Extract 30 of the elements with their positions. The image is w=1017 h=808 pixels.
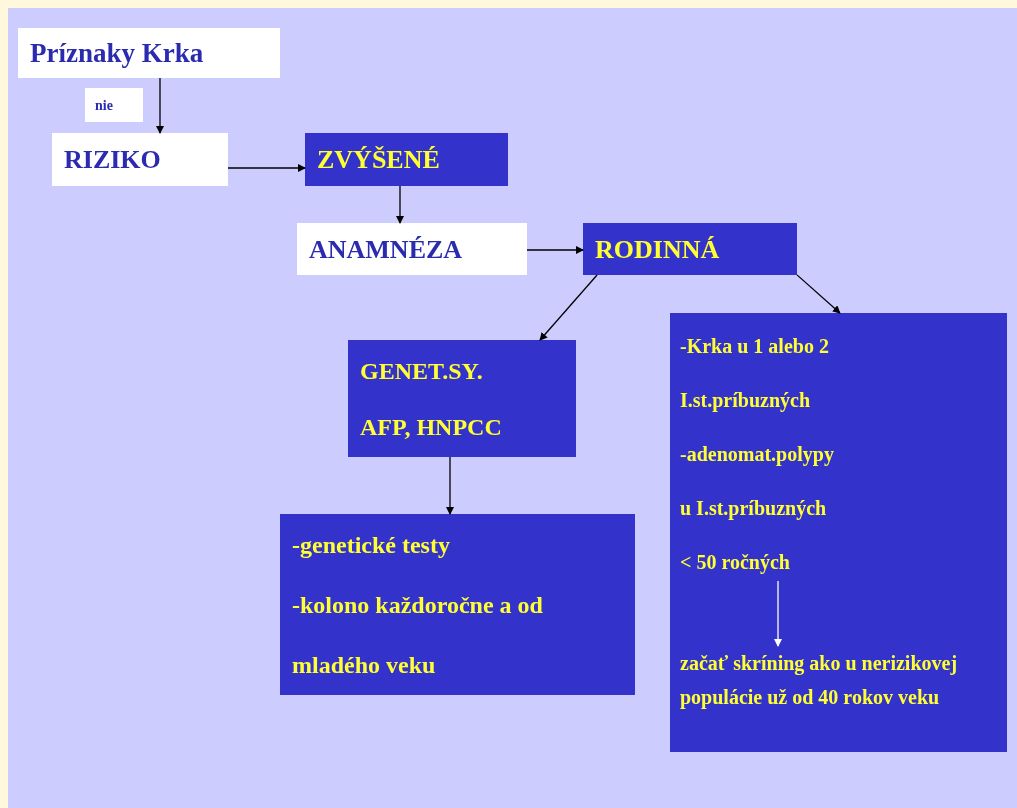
arrow (446, 456, 454, 515)
node-text: GENET.SY. (360, 356, 484, 386)
process-box (280, 514, 635, 695)
box (670, 313, 1007, 752)
node-text: ANAMNÉZA (309, 233, 464, 266)
node-text: -adenomat.polypy u I.st.príbuzných (680, 442, 835, 522)
node-text: ZVÝŠENÉ (317, 144, 441, 176)
node-text: -kolono každoročne a od mladého veku (292, 590, 544, 680)
arrow (396, 185, 404, 224)
node-text: RODINNÁ (595, 233, 721, 266)
node-text: Príznaky Krka (30, 36, 205, 70)
process-box (348, 340, 576, 457)
process-box (18, 28, 280, 78)
arrow (156, 77, 164, 134)
arrow (526, 246, 584, 254)
process-box (305, 133, 508, 186)
node-text: < 50 ročných (680, 550, 791, 576)
arrow (796, 274, 841, 314)
node-text: -Krka u 1 alebo 2 I.st.príbuzných (680, 334, 830, 414)
node-text: AFP, HNPCC (360, 412, 503, 442)
edge-label: nie (85, 88, 143, 122)
arrow (539, 274, 598, 341)
node-text: začať skríning ako u nerizikovej populácie už od 40 rokov veku (680, 651, 959, 711)
node-text: RIZIKO (64, 144, 162, 176)
node-text: -genetické testy (292, 530, 451, 560)
process-box (52, 133, 228, 186)
arrow (774, 580, 782, 647)
process-box (297, 223, 527, 275)
process-box (583, 223, 797, 275)
arrow (227, 164, 306, 172)
